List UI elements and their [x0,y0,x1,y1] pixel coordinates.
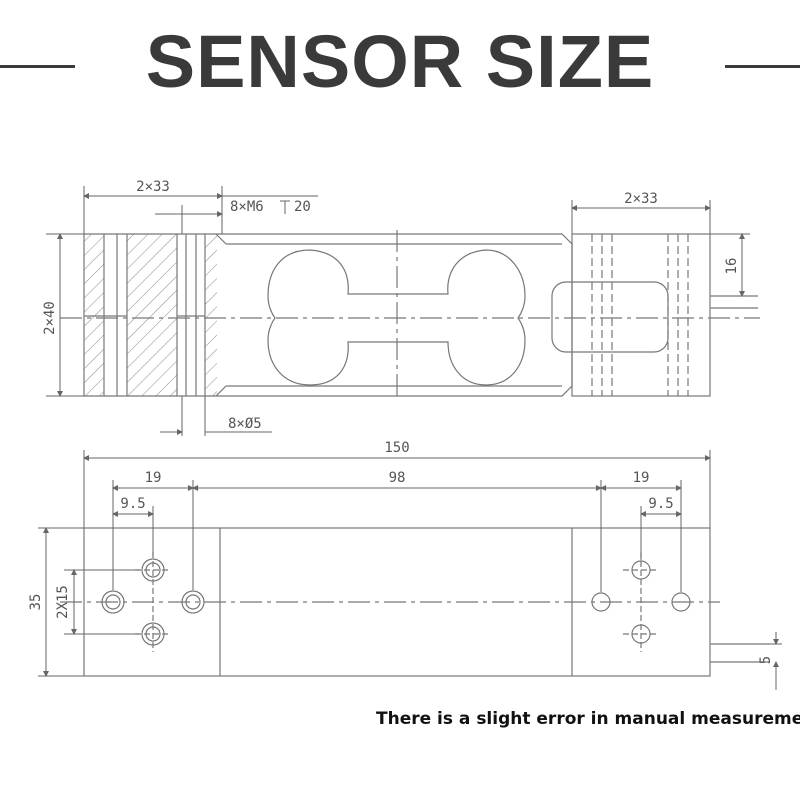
dim-thread-depth: 20 [294,199,311,215]
footer-note: There is a slight error in manual measur… [376,709,800,729]
dim-front-right-spacing: 19 [633,470,650,486]
dim-front-left-half: 9.5 [120,496,145,512]
front-right-holes [591,552,691,652]
dim-top-right-width: 2×33 [624,191,658,207]
dim-front-length: 150 [384,440,409,456]
hatch-section-1 [84,234,104,396]
dim-front-center: 98 [389,470,406,486]
dim-top-cable: 16 [724,258,740,275]
dim-top-height: 2×40 [42,301,58,335]
dim-front-hole-spacing: 2X15 [55,585,71,619]
front-view [38,450,782,690]
hatch-section-3 [205,234,217,396]
dim-top-left-width: 2×33 [136,179,170,195]
cable-slot [551,281,669,353]
dim-holes: 8×Ø5 [228,416,262,432]
front-left-holes [101,552,205,652]
title-banner: SENSOR SIZE [0,0,800,130]
hatch-section-2 [127,234,177,396]
top-chamfer-left [215,233,227,397]
dumbbell-cutout [267,249,526,386]
page-title: SENSOR SIZE [145,20,655,103]
title-rule-left [0,65,75,68]
dim-front-left-spacing: 19 [145,470,162,486]
depth-symbol-icon [280,200,290,214]
dim-front-right-half: 9.5 [648,496,673,512]
top-view [46,186,760,436]
dim-front-height: 35 [28,594,44,611]
dim-thread: 8×M6 [230,199,264,215]
top-body-right-outline [571,233,711,397]
title-rule-right [725,65,800,68]
dim-front-cable: 5 [758,656,774,664]
